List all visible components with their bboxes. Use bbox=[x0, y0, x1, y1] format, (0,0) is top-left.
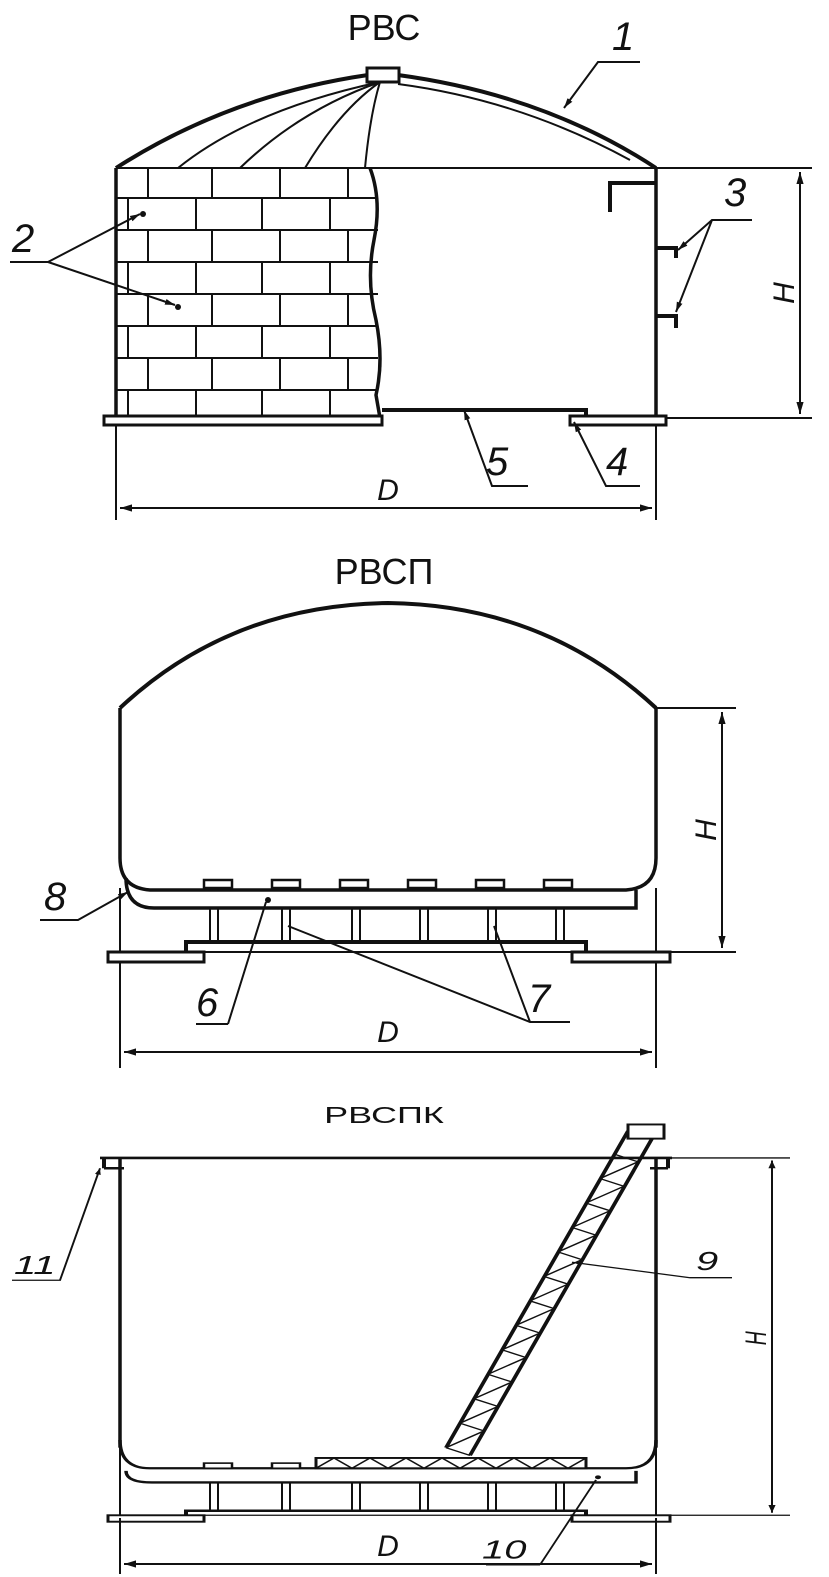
rolling-ladder-stringers bbox=[444, 1130, 654, 1456]
callout-dot bbox=[175, 304, 181, 310]
bottom-annular-right bbox=[570, 1514, 672, 1523]
dim-h-extensions bbox=[656, 707, 736, 953]
rolling-ladder-rungs bbox=[445, 1153, 639, 1456]
diagram-rvsp: РВСП 8 bbox=[40, 551, 736, 1068]
callout-dot bbox=[265, 897, 271, 903]
diagram-title-rvspk: РВСПК bbox=[324, 1103, 444, 1128]
leader-7b bbox=[493, 925, 531, 1023]
nozzle-lower bbox=[656, 314, 678, 328]
callout-4: 4 bbox=[606, 440, 628, 484]
callout-1: 1 bbox=[612, 15, 634, 59]
shell bbox=[118, 708, 658, 892]
leader-1 bbox=[563, 61, 640, 109]
nozzle-upper bbox=[656, 246, 678, 258]
dim-d-label: D bbox=[377, 474, 399, 507]
diagram-rvs: РВС bbox=[10, 7, 812, 520]
bottom-annular-left bbox=[106, 1514, 206, 1523]
dim-d-label: D bbox=[377, 1530, 399, 1563]
brick-joints bbox=[127, 168, 349, 418]
shell bbox=[118, 1157, 658, 1448]
callout-dot bbox=[595, 1475, 601, 1480]
dim-h-extensions bbox=[656, 167, 812, 419]
callout-dot bbox=[140, 211, 146, 217]
dome-roof bbox=[118, 600, 658, 710]
leader-2b bbox=[47, 261, 176, 306]
diagram-title-rvs: РВС bbox=[348, 7, 421, 48]
diagram-rvspk: РВСПК bbox=[12, 1103, 790, 1566]
callout-7: 7 bbox=[528, 977, 552, 1021]
top-angle-ring bbox=[608, 181, 656, 212]
bottom-annular-ring bbox=[568, 414, 668, 427]
pontoon bbox=[124, 1470, 638, 1484]
callout-6: 6 bbox=[196, 981, 219, 1025]
pontoon-hatch bbox=[202, 1462, 234, 1470]
leader-4 bbox=[573, 421, 640, 487]
dim-h-extensions bbox=[670, 1157, 790, 1516]
dim-d-extensions bbox=[119, 1518, 657, 1574]
bottom-central-sheet bbox=[184, 940, 588, 952]
wind-girder-right bbox=[650, 1157, 670, 1170]
brick-wall-courses bbox=[116, 197, 378, 391]
leader-11 bbox=[12, 1168, 101, 1281]
cutaway-edge bbox=[368, 167, 382, 419]
callout-8: 8 bbox=[44, 875, 67, 919]
callout-9: 9 bbox=[696, 1248, 719, 1276]
dim-h-label: H bbox=[768, 282, 801, 304]
dim-h-label: H bbox=[740, 1331, 773, 1346]
bottom-annular-left bbox=[106, 950, 206, 964]
callout-11: 11 bbox=[14, 1252, 56, 1280]
callout-3: 3 bbox=[724, 171, 746, 215]
support-legs bbox=[209, 1482, 565, 1513]
leader-3b bbox=[675, 219, 713, 313]
pontoon-hatches bbox=[202, 878, 574, 890]
bottom-plate-left bbox=[102, 414, 384, 427]
leader-9 bbox=[571, 1261, 732, 1279]
diagram-title-rvsp: РВСП bbox=[335, 551, 434, 592]
roof-ribs bbox=[177, 81, 631, 169]
dim-d-extensions bbox=[119, 962, 657, 1068]
runway-truss bbox=[315, 1457, 587, 1470]
leader-5 bbox=[463, 409, 528, 487]
callout-10: 10 bbox=[482, 1536, 527, 1564]
pontoon-hatch bbox=[270, 1462, 302, 1470]
dim-h-label: H bbox=[690, 819, 723, 841]
callout-2: 2 bbox=[11, 217, 34, 261]
leader-6 bbox=[196, 901, 267, 1025]
dim-d-label: D bbox=[377, 1016, 399, 1049]
leader-8 bbox=[40, 891, 129, 921]
bottom-central-sheet bbox=[382, 408, 588, 418]
pontoon bbox=[124, 877, 638, 910]
ladder-platform bbox=[626, 1123, 666, 1140]
bottom-central-sheet bbox=[184, 1509, 588, 1516]
bottom-annular-right bbox=[570, 950, 672, 964]
dim-d-extensions bbox=[115, 425, 657, 520]
diagram-rvspk-dim-d: D bbox=[119, 1518, 657, 1574]
shell-lower bbox=[119, 1447, 657, 1516]
callout-5: 5 bbox=[486, 440, 509, 484]
support-legs bbox=[209, 908, 565, 944]
roof-hatch bbox=[365, 66, 401, 84]
leader-3a bbox=[677, 219, 752, 251]
